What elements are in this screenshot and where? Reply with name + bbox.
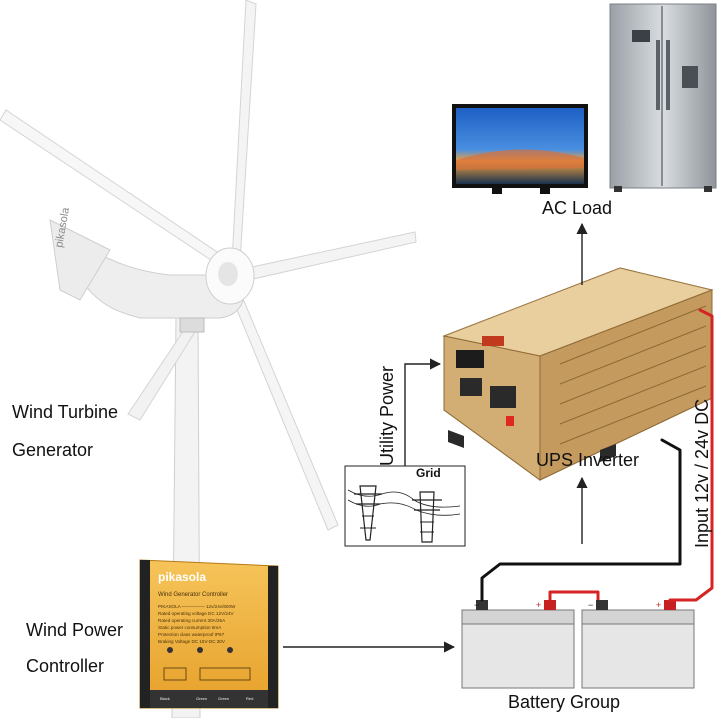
television-icon: [452, 104, 588, 194]
ac-load-label: AC Load: [542, 198, 613, 218]
power-pylon-icon: [344, 465, 466, 547]
controller-label: Controller: [26, 656, 105, 676]
controller-terminal-label: Green: [196, 696, 207, 701]
controller-spec: Static power consumption 6mA: [158, 625, 222, 630]
controller-brand: pikasola: [158, 570, 206, 584]
svg-text:+: +: [656, 600, 661, 610]
battery-group-label: Battery Group: [508, 692, 621, 712]
controller-spec: Braking Voltage DC 15V-DC 30V: [158, 639, 226, 644]
controller-terminal-label: Black: [160, 696, 170, 701]
controller-spec: Protection class waterproof IP67: [158, 632, 225, 637]
input-dc-label: Input 12v / 24v DC: [692, 398, 712, 548]
grid-label: Grid: [416, 466, 441, 480]
ups-inverter-label: UPS Inverter: [536, 450, 640, 470]
wind-power-label: Wind Power: [26, 620, 124, 640]
controller-terminal-label: Green: [218, 696, 229, 701]
wire-red-battery-bridge: [548, 590, 600, 600]
controller-spec: Rated operating voltage DC 12V/24V: [158, 611, 235, 616]
generator-label: Generator: [12, 440, 94, 460]
controller-terminal-label: Red: [246, 696, 253, 701]
battery-icon: − + − +: [461, 600, 695, 689]
wind-turbine-label: Wind Turbine: [12, 402, 119, 422]
refrigerator-icon: [609, 3, 717, 192]
controller-spec: PIKASOLA ————— 12v/24v/600W: [158, 604, 236, 609]
utility-power-label: Utility Power: [377, 365, 397, 466]
charge-controller-icon: [139, 559, 279, 709]
wire-red-positive: [668, 308, 714, 602]
controller-title: Wind Generator Controller: [158, 592, 228, 598]
svg-text:+: +: [536, 600, 541, 610]
wire-black-negative: [480, 438, 682, 602]
controller-spec: Rated operating current 30A/25A: [158, 618, 226, 623]
controller-spec-list: PIKASOLA ————— 12v/24v/600W Rated operat…: [158, 604, 236, 644]
arrow-grid-to-inverter: [404, 358, 442, 466]
svg-text:−: −: [588, 600, 593, 610]
ups-inverter-icon: [442, 267, 714, 481]
svg-text:−: −: [474, 600, 479, 610]
wind-turbine-icon: [0, 0, 417, 718]
